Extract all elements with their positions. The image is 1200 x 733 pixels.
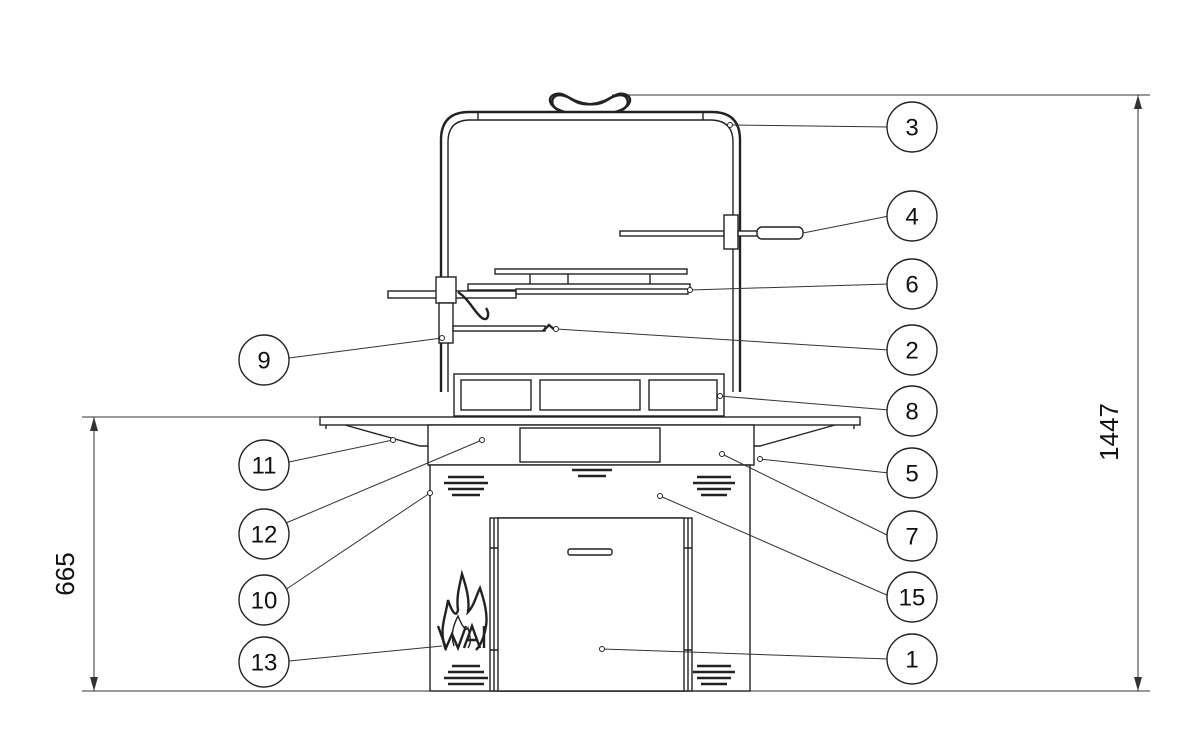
dimension-total-height: 1447: [612, 94, 1150, 692]
callout-label-6: 6: [905, 272, 918, 299]
callout-11: 11: [238, 439, 290, 491]
storage-cabinet: [489, 517, 693, 692]
leader-lines: [284, 122, 890, 662]
callout-label-10: 10: [251, 588, 278, 615]
callout-label-7: 7: [905, 524, 918, 551]
fire-basket: [453, 373, 725, 417]
dimension-label-665: 665: [50, 552, 80, 595]
grill-grate: [387, 268, 691, 299]
callout-label-9: 9: [257, 348, 270, 375]
lower-rack: [452, 323, 557, 332]
rotisserie-spit: [619, 214, 804, 250]
callout-8: 8: [886, 385, 938, 437]
dimension-table-height: 665: [50, 416, 432, 692]
callout-label-11: 11: [252, 453, 277, 480]
callout-6: 6: [886, 258, 938, 310]
callout-label-2: 2: [905, 338, 918, 365]
callout-15: 15: [886, 571, 938, 623]
callout-12: 12: [238, 508, 290, 560]
frame-arch: [439, 110, 742, 392]
callout-label-3: 3: [905, 115, 918, 142]
callout-label-15: 15: [899, 585, 926, 612]
callout-label-4: 4: [905, 204, 918, 231]
callout-label-5: 5: [905, 461, 918, 488]
callout-9: 9: [238, 334, 290, 386]
callout-label-13: 13: [251, 650, 278, 677]
callout-label-8: 8: [905, 399, 918, 426]
pivot-bracket: [435, 276, 490, 344]
callout-1: 1: [886, 633, 938, 685]
callout-4: 4: [886, 190, 938, 242]
top-hook-ornament: [548, 92, 632, 114]
vent-slots: [444, 468, 735, 686]
callout-3: 3: [886, 101, 938, 153]
callout-5: 5: [886, 447, 938, 499]
callout-label-12: 12: [251, 522, 278, 549]
callout-13: 13: [238, 636, 290, 688]
callout-2: 2: [886, 324, 938, 376]
flame-logo: [436, 569, 488, 652]
callout-7: 7: [886, 510, 938, 562]
callout-label-1: 1: [905, 647, 918, 674]
dimension-label-1447: 1447: [1094, 403, 1124, 461]
callout-10: 10: [238, 574, 290, 626]
